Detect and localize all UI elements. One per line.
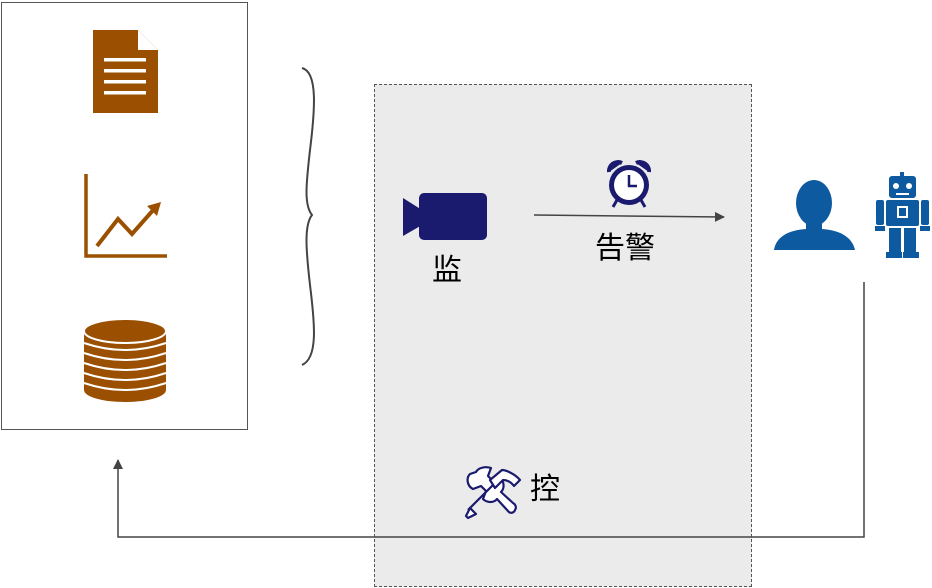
control-feedback-line	[113, 282, 865, 538]
trend-chart-icon	[84, 174, 167, 258]
video-camera-icon	[403, 193, 487, 240]
document-icon	[93, 30, 158, 113]
curly-brace	[301, 67, 315, 366]
alert-arrow	[533, 211, 725, 222]
alarm-clock-icon	[606, 160, 652, 208]
database-icon	[83, 318, 167, 402]
monitoring-zone	[374, 84, 752, 587]
person-icon	[774, 180, 855, 250]
alert-label: 告警	[595, 231, 655, 266]
robot-icon	[875, 172, 930, 258]
tools-icon	[464, 466, 522, 520]
control-label: 控	[530, 472, 560, 507]
monitor-label: 监	[432, 253, 462, 288]
